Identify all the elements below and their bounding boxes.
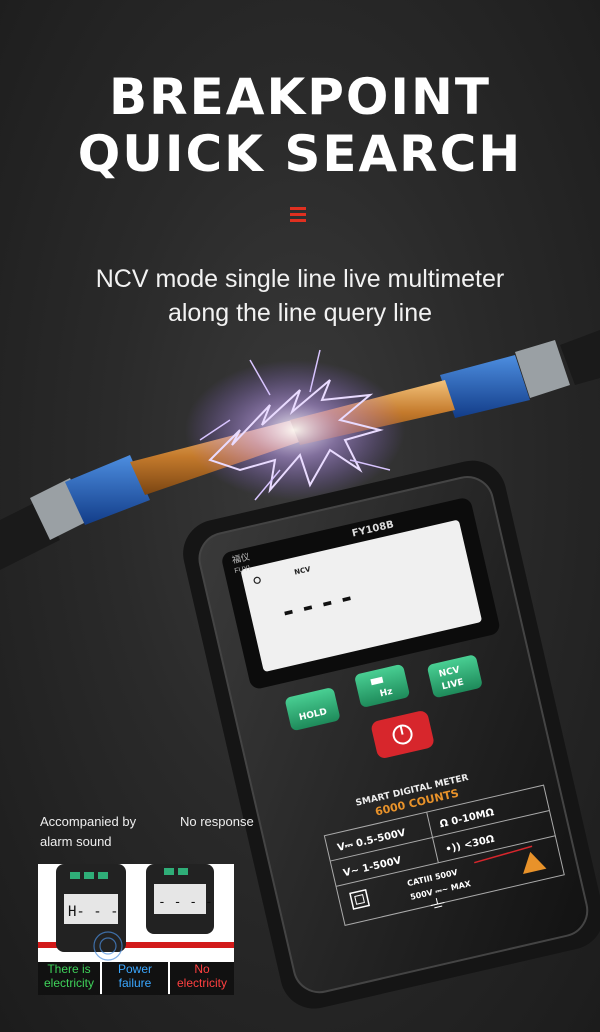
headline-line-2: QUICK SEARCH bbox=[77, 125, 523, 183]
inset-lcd-right: - - - - bbox=[158, 895, 213, 910]
alarm-note: Accompanied by alarm sound bbox=[40, 814, 137, 849]
lcd-mode: NCV bbox=[294, 565, 312, 577]
inset-lcd-left: H- - - bbox=[68, 904, 119, 920]
legend-power-failure: Power failure bbox=[102, 962, 168, 995]
power-button[interactable] bbox=[370, 710, 435, 760]
subtitle-line-1: NCV mode single line live multimeter bbox=[95, 265, 505, 293]
lightning-icon bbox=[185, 349, 405, 501]
svg-text:Hz: Hz bbox=[379, 687, 394, 700]
lcd-screen bbox=[241, 520, 482, 672]
no-response-note: No response bbox=[180, 814, 254, 829]
svg-text:LIVE: LIVE bbox=[441, 678, 465, 693]
legend-there-is-electricity: There is electricity bbox=[38, 962, 100, 995]
hz-button[interactable]: Hz bbox=[354, 664, 410, 708]
warning-icon bbox=[523, 851, 547, 875]
ncv-live-button[interactable]: NCV LIVE bbox=[427, 654, 483, 698]
legend-no-electricity: No electricity bbox=[170, 962, 234, 995]
hold-button[interactable]: HOLD bbox=[284, 687, 340, 731]
headline-line-1: BREAKPOINT bbox=[109, 68, 491, 126]
double-insulation-icon bbox=[349, 888, 371, 910]
brand-cn-label: 福仪 bbox=[231, 551, 251, 566]
accent-bars bbox=[290, 207, 306, 225]
subtitle-line-2: along the line query line bbox=[167, 299, 433, 327]
multimeter: FY108B 福仪 FUYI NCV - - - - HOLD Hz NCV L… bbox=[183, 460, 600, 1009]
inset-meters: H- - - - - - - bbox=[38, 864, 234, 961]
flashlight-icon bbox=[370, 676, 384, 686]
ground-icon bbox=[430, 898, 445, 909]
svg-text:NCV: NCV bbox=[438, 665, 461, 679]
power-icon bbox=[253, 576, 261, 584]
brand-label: FUYI bbox=[234, 565, 251, 575]
